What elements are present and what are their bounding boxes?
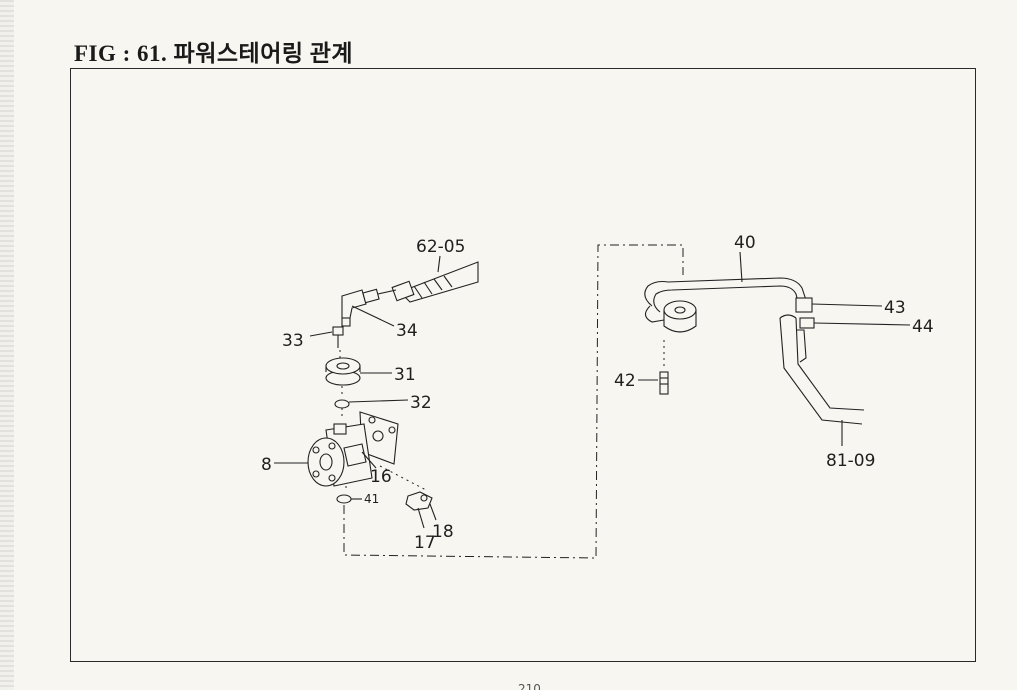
label-40: 40 bbox=[734, 233, 756, 253]
label-44: 44 bbox=[912, 317, 934, 337]
part-32-o-ring bbox=[334, 399, 409, 420]
part-44-clamp bbox=[799, 317, 911, 329]
page-number: 210 bbox=[518, 682, 541, 690]
part-62-05-hose bbox=[391, 255, 479, 303]
label-33: 33 bbox=[282, 331, 304, 351]
label-42: 42 bbox=[614, 371, 636, 391]
label-16: 16 bbox=[370, 467, 392, 487]
part-40-pipe bbox=[644, 251, 807, 323]
part-8-pump bbox=[274, 411, 399, 492]
label-18: 18 bbox=[432, 522, 454, 542]
part-33-bolt bbox=[309, 326, 344, 362]
part-41-o-ring bbox=[336, 494, 362, 504]
label-31: 31 bbox=[394, 365, 416, 385]
part-81-09-hose bbox=[779, 314, 865, 446]
scan-edge-shading bbox=[0, 0, 14, 690]
part-17-18-clip-fitting bbox=[379, 465, 437, 529]
label-43: 43 bbox=[884, 298, 906, 318]
label-8: 8 bbox=[261, 455, 272, 475]
label-41: 41 bbox=[364, 492, 379, 506]
page-title: FIG : 61. 파워스테어링 관계 bbox=[74, 41, 354, 66]
part-31-cap bbox=[325, 357, 392, 396]
routing-lines bbox=[343, 244, 684, 559]
label-34: 34 bbox=[396, 321, 418, 341]
part-40-block-fitting bbox=[663, 300, 697, 333]
part-34-elbow-fitting bbox=[341, 288, 397, 327]
part-43-connector bbox=[795, 297, 883, 313]
label-32: 32 bbox=[410, 393, 432, 413]
label-81-09: 81-09 bbox=[826, 451, 875, 471]
diagram-frame bbox=[70, 68, 976, 662]
label-17: 17 bbox=[414, 533, 436, 553]
part-42-bolt bbox=[638, 340, 669, 395]
label-62-05: 62-05 bbox=[416, 237, 465, 257]
